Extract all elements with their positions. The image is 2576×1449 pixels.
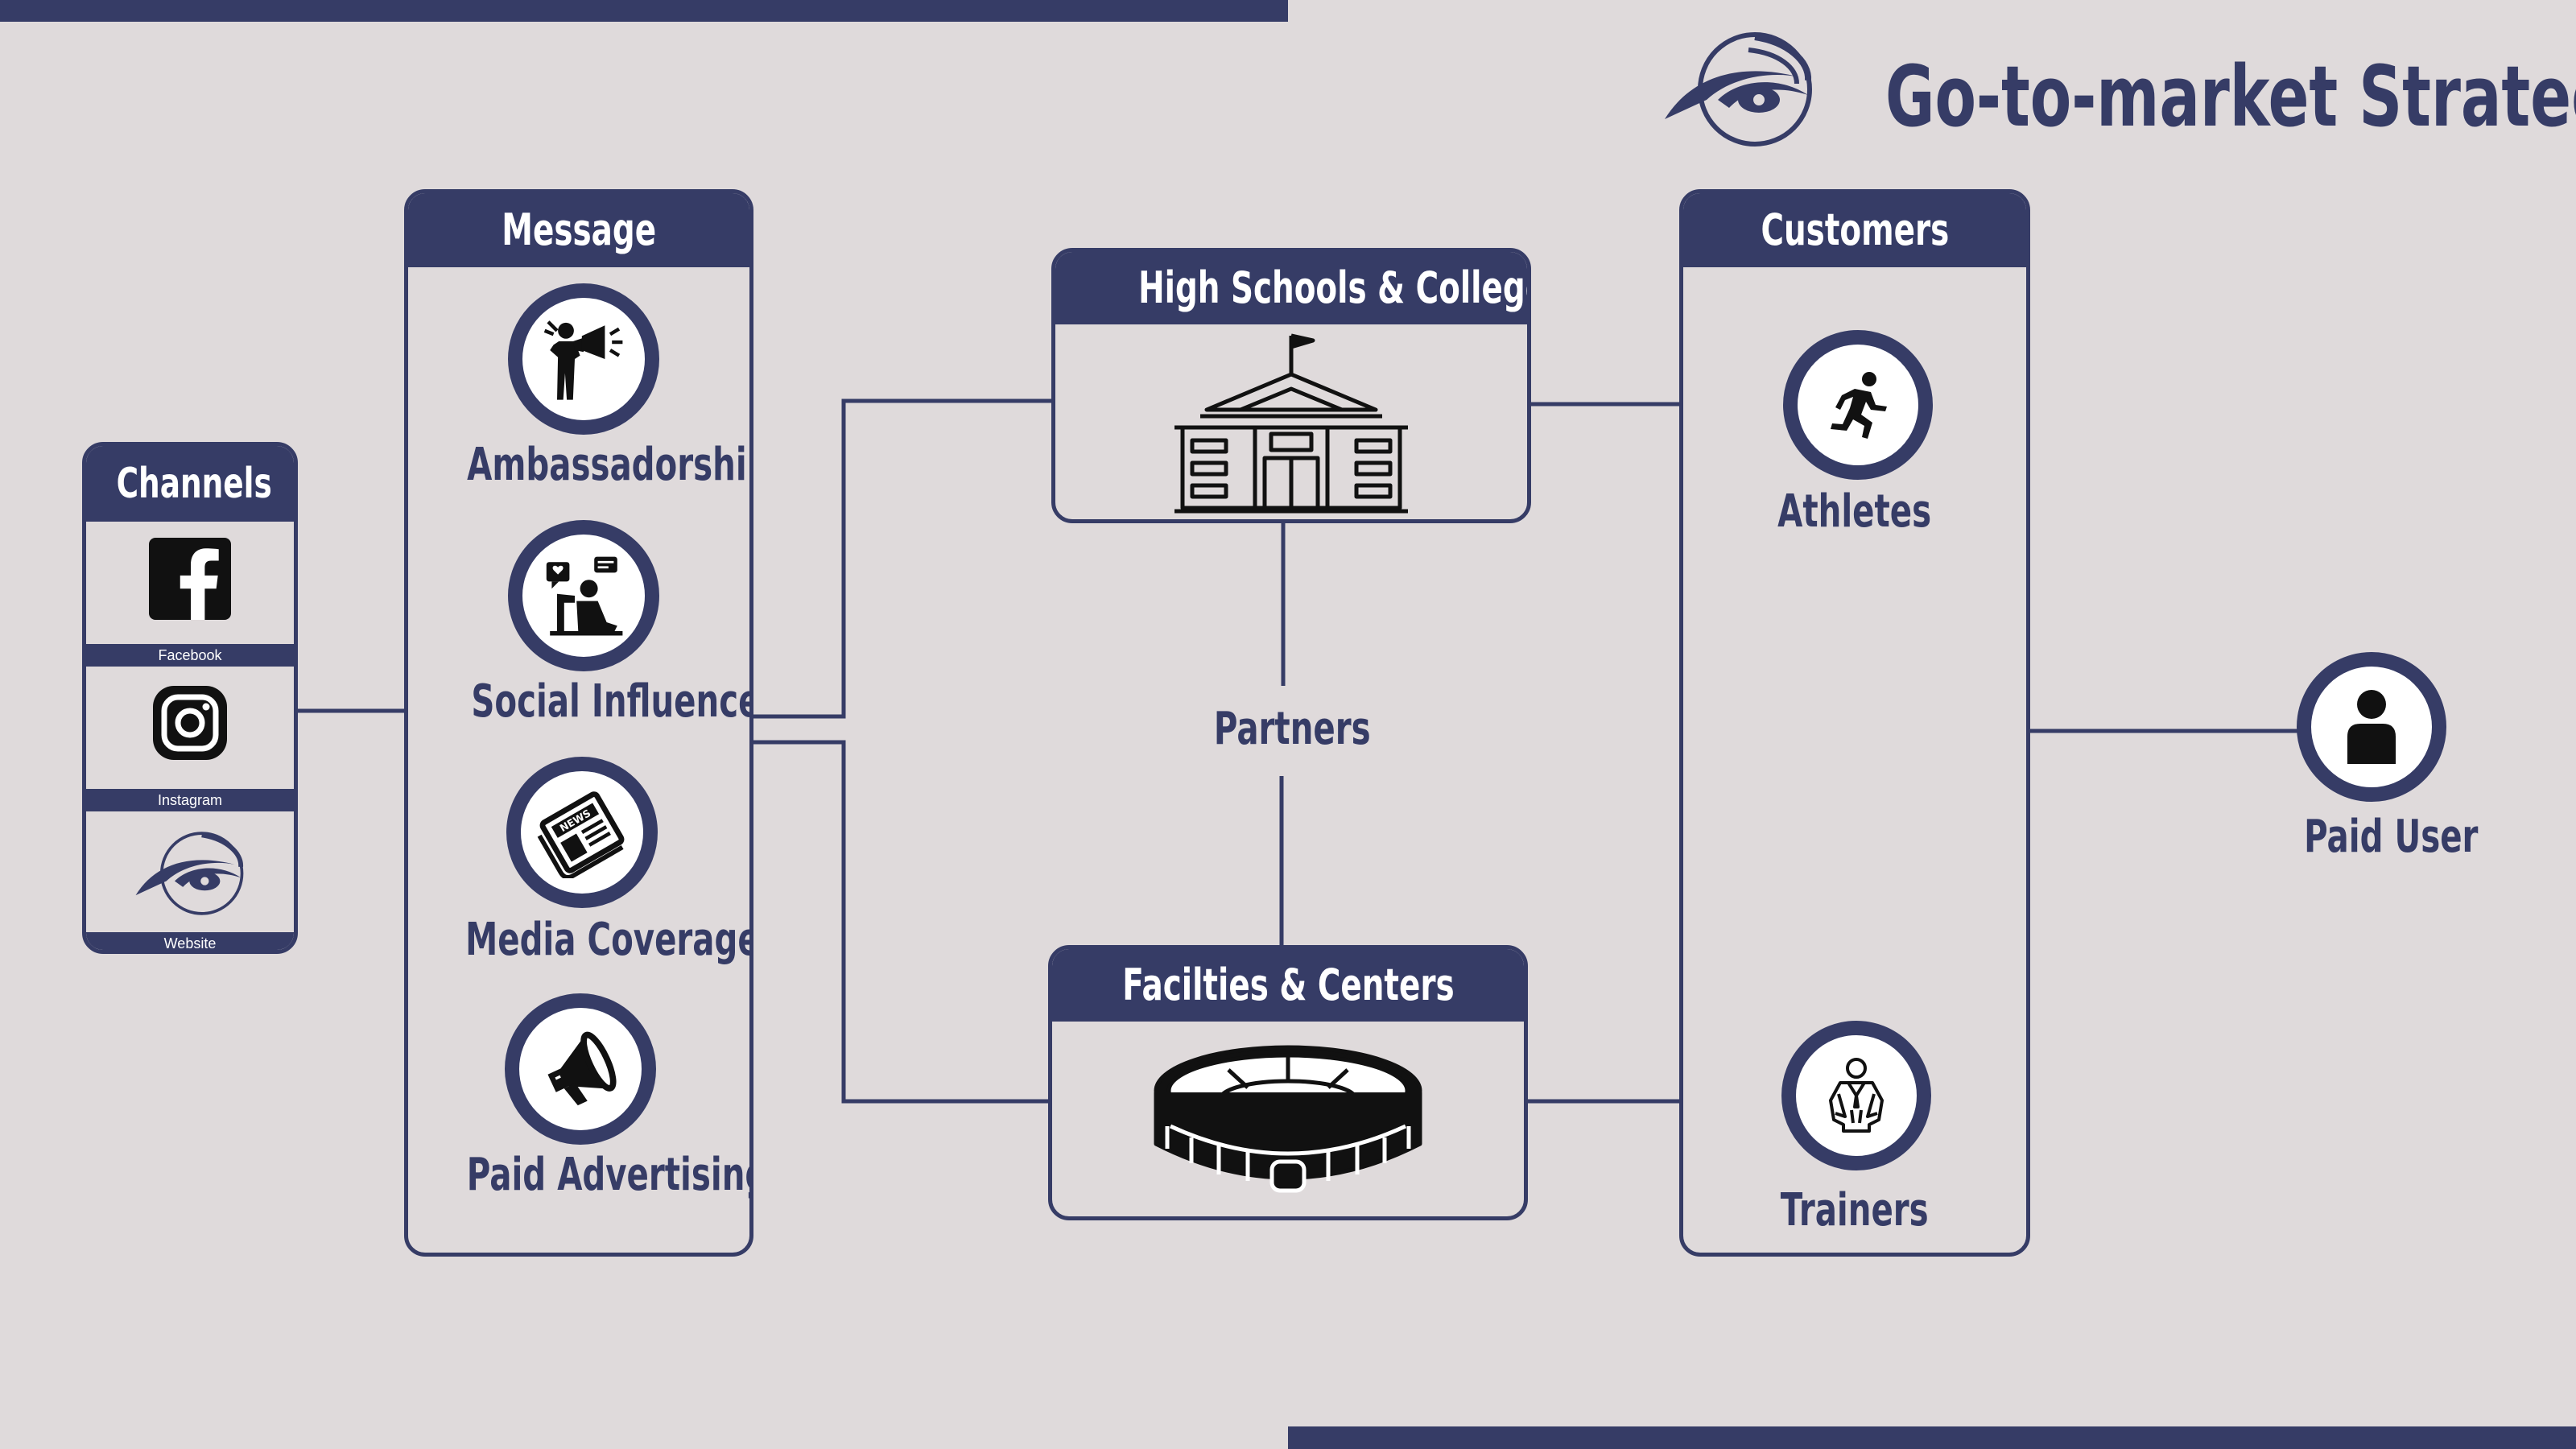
- high-schools-heading: High Schools & Colleges: [1055, 252, 1527, 324]
- message-item-ambassadorship[interactable]: Ambassadorship: [408, 283, 749, 517]
- customer-item-label: Athletes: [1777, 485, 1932, 538]
- channel-label: Facebook: [86, 644, 294, 667]
- influencer-icon: [546, 556, 623, 636]
- channel-instagram[interactable]: Instagram: [86, 667, 294, 811]
- message-item-paid-advertising[interactable]: Paid Advertising: [408, 993, 749, 1227]
- message-item-media-coverage[interactable]: NEWS Media Coverage: [408, 757, 749, 990]
- eye-logo-icon: [1665, 32, 1812, 147]
- message-item-label: Social Influencers: [471, 675, 749, 728]
- newspaper-icon: NEWS: [537, 791, 625, 878]
- channel-facebook[interactable]: Facebook: [86, 522, 294, 667]
- message-heading: Message: [408, 193, 749, 267]
- facebook-icon: [149, 538, 231, 620]
- customer-item-label: Trainers: [1781, 1184, 1929, 1236]
- facilities-heading: Facilties & Centers: [1052, 949, 1524, 1022]
- customer-item-trainers[interactable]: Trainers: [1683, 1021, 2026, 1238]
- message-highschools-connector: [753, 398, 1051, 719]
- running-person-icon: [1831, 372, 1887, 439]
- channel-label: Website: [86, 932, 294, 950]
- message-item-social-influencers[interactable]: Social Influencers: [408, 520, 749, 753]
- instagram-icon: [153, 686, 227, 760]
- customer-item-athletes[interactable]: Athletes: [1683, 330, 2026, 539]
- customers-panel: Customers Athletes: [1679, 189, 2030, 1257]
- page-title: Go-to-market Strategy: [1658, 23, 2576, 159]
- facilities-box[interactable]: Facilties & Centers: [1048, 945, 1528, 1220]
- customers-heading: Customers: [1683, 193, 2026, 267]
- user-icon: [2347, 690, 2396, 764]
- stadium-icon: [1154, 1045, 1422, 1193]
- message-panel: Message Ambassadorship: [404, 189, 753, 1257]
- channels-heading: Channels: [86, 446, 294, 522]
- message-item-label: Ambassadorship: [467, 439, 753, 491]
- partners-label: Partners: [1213, 703, 1371, 755]
- bottom-accent-bar: [1288, 1426, 2576, 1449]
- trainer-icon: [1829, 1058, 1884, 1133]
- message-item-label: Paid Advertising: [466, 1149, 753, 1201]
- megaphone-person-icon: [543, 320, 623, 400]
- message-facilities-connector: [753, 740, 1048, 1104]
- title-text: Go-to-market Strategy: [1885, 47, 2576, 146]
- paid-user-label: Paid User: [2304, 811, 2479, 863]
- top-accent-bar: [0, 0, 1288, 22]
- message-item-label: Media Coverage: [465, 914, 753, 966]
- megaphone-icon: [547, 1031, 617, 1106]
- paid-user-node[interactable]: Paid User: [2270, 644, 2478, 869]
- channel-label: Instagram: [86, 789, 294, 811]
- high-schools-box[interactable]: High Schools & Colleges: [1051, 248, 1531, 523]
- school-building-icon: [1174, 333, 1408, 514]
- channels-panel: Channels Facebook Instagram: [82, 442, 298, 954]
- channel-website[interactable]: Website: [86, 811, 294, 950]
- eye-logo-icon: [135, 832, 244, 915]
